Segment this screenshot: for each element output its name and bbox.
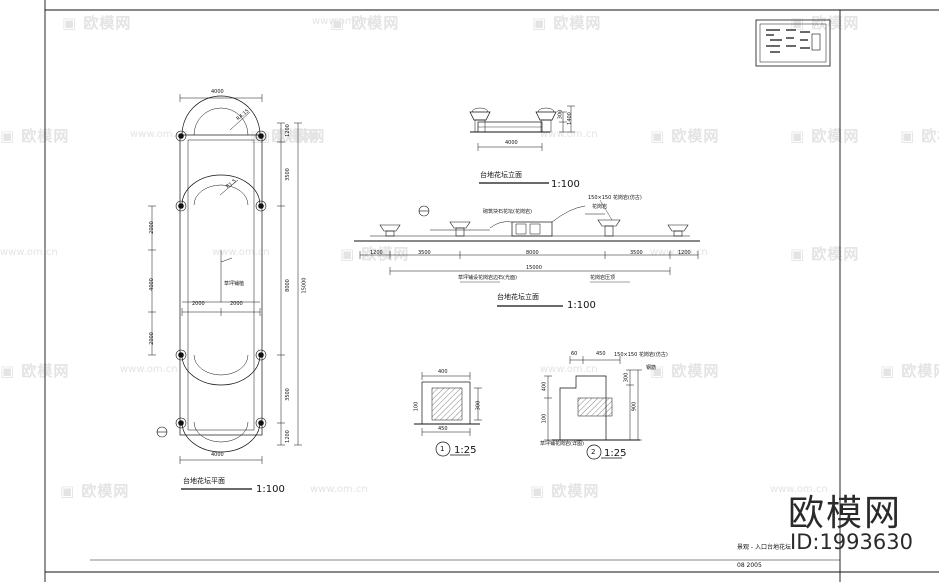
dim-d1-h2: 100 — [413, 401, 420, 412]
front-note-material: 花岗岩 — [592, 204, 608, 210]
watermark-url: www.om.cn — [540, 129, 598, 140]
watermark-logo: ▣ 欧模网 — [250, 127, 320, 145]
watermark-logo: ▣ 欧模网 — [790, 245, 860, 263]
front-note-left: 草坪铺设花岗岩边石(光面) — [458, 275, 517, 281]
detail-1-number: 1 — [440, 445, 445, 453]
watermark-logo: ▣ 欧模网 — [532, 14, 602, 32]
watermark-url: www.om.cn — [540, 364, 598, 375]
dim-plan-right-1: 1200 — [284, 124, 291, 137]
dim-side-h1: 300 — [557, 109, 564, 120]
dim-front-3: 8000 — [526, 250, 539, 256]
dim-d1-h: 300 — [475, 400, 482, 411]
watermark-url: www.om.cn — [120, 364, 178, 375]
watermark-url: www.om.cn — [312, 16, 370, 27]
title-block-drawing-name: 景观 - 入口台地花坛 — [737, 544, 791, 551]
front-note-top: 砌筑块石花坛(花岗岩) — [483, 209, 532, 215]
watermark-logo: ▣ 欧模网 — [256, 127, 326, 145]
watermark-logo: ▣ 欧模网 — [60, 482, 130, 500]
watermark-logo: ▣ 欧模网 — [530, 482, 600, 500]
dim-d2-w2: 450 — [596, 351, 606, 357]
dim-plan-left-upper: 2000 — [148, 221, 155, 234]
front-note-bench: 150×150 花岗岩(仿古) — [588, 195, 642, 201]
plan-scale: 1:100 — [256, 484, 285, 495]
dim-d2-w1: 60 — [571, 351, 578, 357]
dim-d1-bottom: 450 — [438, 426, 448, 432]
side-elevation-title: 台地花坛立面 — [480, 171, 522, 179]
plan-title: 台地花坛平面 — [183, 477, 225, 485]
dim-plan-inner-left: 2000 — [192, 301, 205, 307]
dim-d1-top: 400 — [438, 369, 448, 375]
detail-2-note-top: 150×150 花岗岩(仿古) — [614, 352, 668, 358]
dim-front-total: 15000 — [526, 265, 542, 271]
dim-plan-right-5: 1200 — [284, 430, 291, 443]
watermark-logo: ▣ 欧模网 — [0, 127, 70, 145]
front-note-right: 花岗岩压顶 — [590, 275, 616, 281]
sheet-frame — [44, 0, 939, 582]
dim-front-5: 1200 — [678, 250, 691, 256]
title-block-code: 08 2005 — [737, 562, 762, 569]
side-elevation-scale: 1:100 — [551, 179, 580, 190]
watermark-logo: ▣ 欧模网 — [880, 362, 939, 380]
front-elevation-drawing — [354, 199, 700, 307]
dim-d2-h1: 400 — [541, 381, 548, 392]
watermark-url: www.om.cn — [310, 484, 368, 495]
dim-plan-bottom: 4000 — [211, 452, 224, 458]
watermark-url: www.om.cn — [212, 247, 270, 258]
watermark-logo: ▣ 欧模网 — [650, 127, 720, 145]
detail-1-drawing — [414, 372, 482, 457]
plan-note: 草坪铺植 — [224, 281, 245, 287]
dim-plan-top: 4000 — [211, 89, 224, 95]
watermark-logo: ▣ 欧模网 — [0, 362, 70, 380]
dim-plan-right-total: 15000 — [301, 277, 308, 294]
watermark-url: www.om.cn — [770, 484, 828, 495]
key-plan-thumbnail — [755, 19, 831, 67]
detail-2-number: 2 — [591, 448, 596, 456]
watermark-url: www.om.cn — [0, 247, 58, 258]
watermark-url: www.om.cn — [650, 247, 708, 258]
dim-d2-h2: 900 — [631, 401, 638, 412]
dim-plan-right-2: 3500 — [284, 168, 291, 181]
side-elevation-drawing — [469, 105, 575, 184]
watermark-logo: ▣ 欧模网 — [650, 362, 720, 380]
front-elevation-title: 台地花坛立面 — [497, 293, 539, 301]
detail-2-drawing — [544, 356, 642, 460]
watermark-logo: ▣ 欧模网 — [790, 127, 860, 145]
watermark-logo: ▣ 欧模网 — [330, 14, 400, 32]
dim-plan-left-mid: 4000 — [148, 278, 155, 291]
detail-2-note-bottom: 草坪铺花岗岩(详图) — [540, 441, 584, 447]
detail-2-scale: 1:25 — [604, 448, 627, 459]
dim-front-4: 3500 — [630, 250, 643, 256]
dim-front-1: 1200 — [370, 250, 383, 256]
dim-plan-inner-right: 2000 — [230, 301, 243, 307]
dim-plan-left-lower: 2000 — [148, 332, 155, 345]
dim-plan-right-4: 3500 — [284, 388, 291, 401]
watermark-logo: ▣ 欧模网 — [62, 14, 132, 32]
watermark-logo: ▣ 欧模网 — [790, 14, 860, 32]
brand-id: ID:1993630 — [790, 530, 913, 554]
dim-plan-right-3: 8000 — [284, 279, 291, 292]
watermark-logo: ▣ 欧模网 — [900, 127, 939, 145]
watermark-url: www.om.cn — [130, 129, 188, 140]
detail-1-scale: 1:25 — [454, 445, 477, 456]
dim-side-h2: 1400 — [566, 112, 573, 125]
plan-view-drawing — [148, 94, 302, 490]
dim-d2-h4: 100 — [541, 413, 548, 424]
front-elevation-scale: 1:100 — [567, 300, 596, 311]
watermark-logo: ▣ 欧模网 — [340, 245, 410, 263]
dim-d2-h3: 300 — [623, 372, 630, 383]
detail-2-note-side: 钢筋 — [646, 365, 657, 371]
dim-front-2: 3500 — [418, 250, 431, 256]
dim-side-width: 4000 — [505, 140, 518, 146]
brand-logo-text: 欧模网 — [788, 493, 903, 534]
